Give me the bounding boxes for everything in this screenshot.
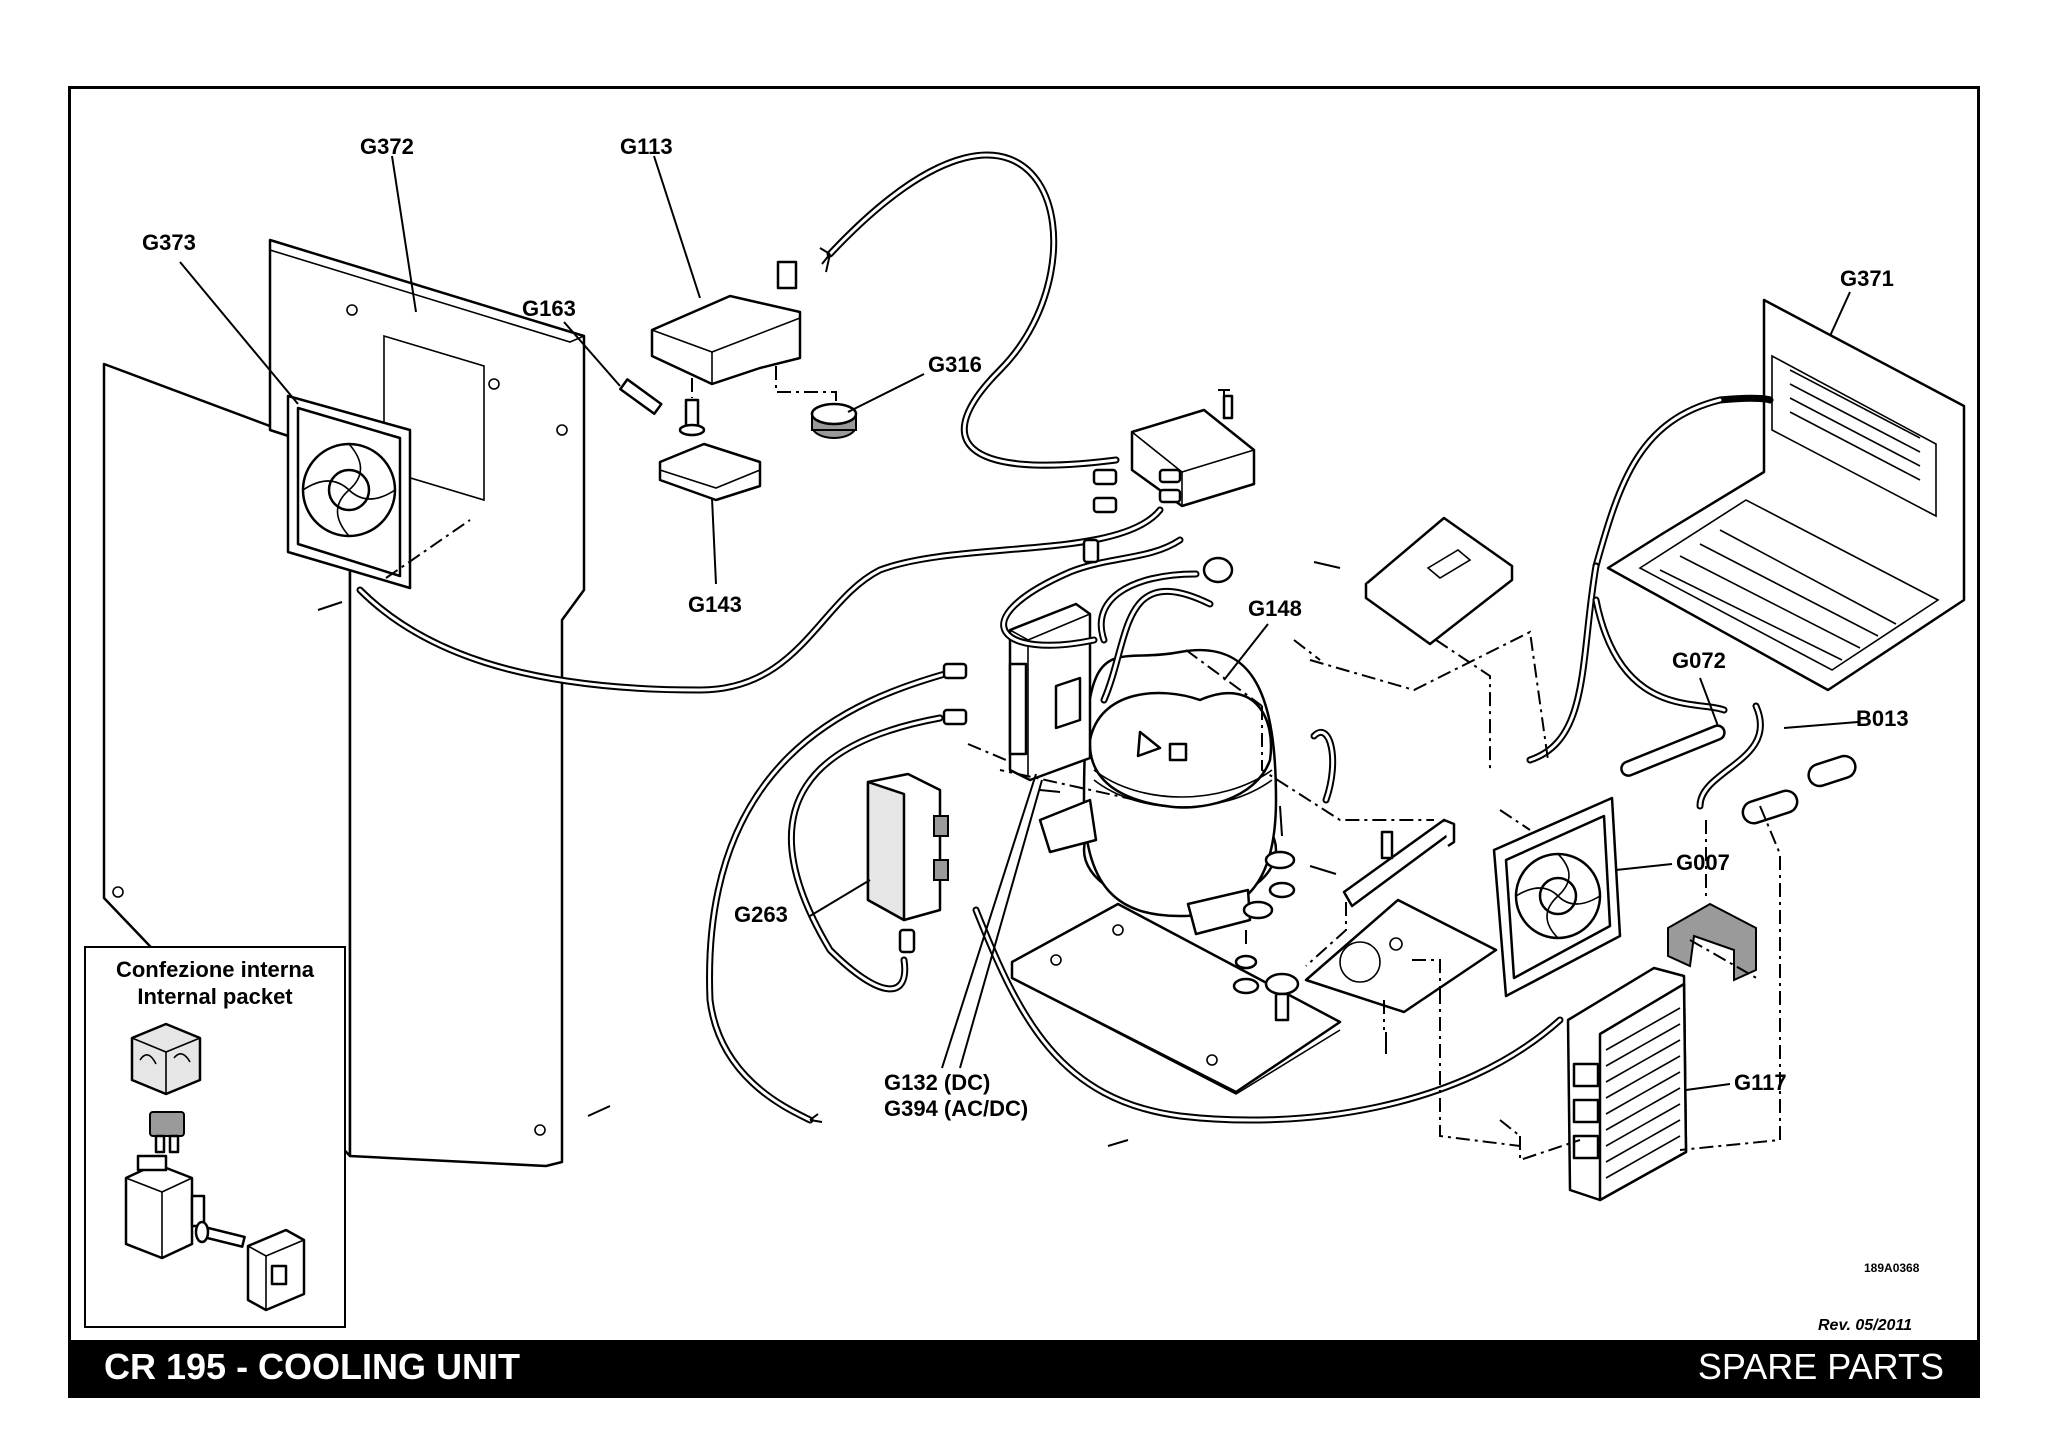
label-g394: G394 (AC/DC) xyxy=(884,1096,1028,1121)
label-b013: B013 xyxy=(1856,706,1909,731)
inset-cap xyxy=(130,1022,202,1096)
assembly-lines xyxy=(385,519,1781,1162)
footer-title: CR 195 - COOLING UNIT xyxy=(104,1346,521,1387)
label-g143: G143 xyxy=(688,592,742,617)
inset-title-english: Internal packet xyxy=(137,984,293,1009)
inset-title: Confezione interna Internal packet xyxy=(86,956,344,1010)
fan-g373 xyxy=(286,394,412,590)
label-g263: G263 xyxy=(734,902,788,927)
knob-g316 xyxy=(810,402,858,439)
grommets xyxy=(1232,850,1300,1022)
label-g132: G132 (DC) xyxy=(884,1070,990,1095)
base-plate xyxy=(1010,902,1342,1095)
footer-section: SPARE PARTS xyxy=(1697,1346,1944,1387)
label-g113: G113 xyxy=(620,134,673,159)
relay-box xyxy=(1130,394,1256,508)
footer-bar: CR 195 - COOLING UNIT SPARE PARTS xyxy=(68,1340,1980,1398)
fuse-g163 xyxy=(619,378,663,416)
label-g117: G117 xyxy=(1734,1070,1787,1095)
label-g373: G373 xyxy=(142,230,196,255)
leader-lines xyxy=(179,155,1859,1091)
inset-screw xyxy=(194,1220,246,1248)
inset-fuse xyxy=(149,1111,185,1154)
label-g371: G371 xyxy=(1840,266,1894,291)
board-g263 xyxy=(866,772,949,922)
cover-g143 xyxy=(658,442,762,502)
inset-holder xyxy=(124,1154,206,1260)
screw-g113 xyxy=(678,398,706,437)
tube-b013 xyxy=(1741,754,1857,825)
control-module-g132 xyxy=(1008,602,1092,782)
screws xyxy=(317,389,1387,1147)
label-g072: G072 xyxy=(1672,648,1726,673)
label-g148: G148 xyxy=(1248,596,1302,621)
connectors xyxy=(809,247,1234,1123)
bracket-g113 xyxy=(650,260,802,386)
drawing-code: 189A0368 xyxy=(1864,1261,1920,1275)
bracket-centre xyxy=(1342,818,1456,908)
mount-plate xyxy=(1304,898,1498,1014)
label-g163: G163 xyxy=(522,296,576,321)
condenser-g117 xyxy=(1566,966,1688,1202)
label-g316: G316 xyxy=(928,352,982,377)
mounting-bracket-top xyxy=(1364,516,1514,646)
revision-label: Rev. 05/2011 xyxy=(1818,1317,1912,1334)
label-g372: G372 xyxy=(360,134,414,159)
inset-title-italian: Confezione interna xyxy=(115,957,314,982)
compressor-g148 xyxy=(1038,648,1278,936)
rubber-cap xyxy=(1667,902,1757,982)
evaporator-plate-g371 xyxy=(1606,298,1966,692)
label-g007: G007 xyxy=(1676,850,1730,875)
inset-plate xyxy=(246,1228,306,1312)
fan-g007 xyxy=(1492,796,1622,998)
internal-packet-inset: Confezione interna Internal packet xyxy=(84,946,346,1328)
wiring xyxy=(356,151,1774,1124)
inset-parts xyxy=(124,1022,306,1312)
sensor-g072 xyxy=(1620,724,1726,777)
